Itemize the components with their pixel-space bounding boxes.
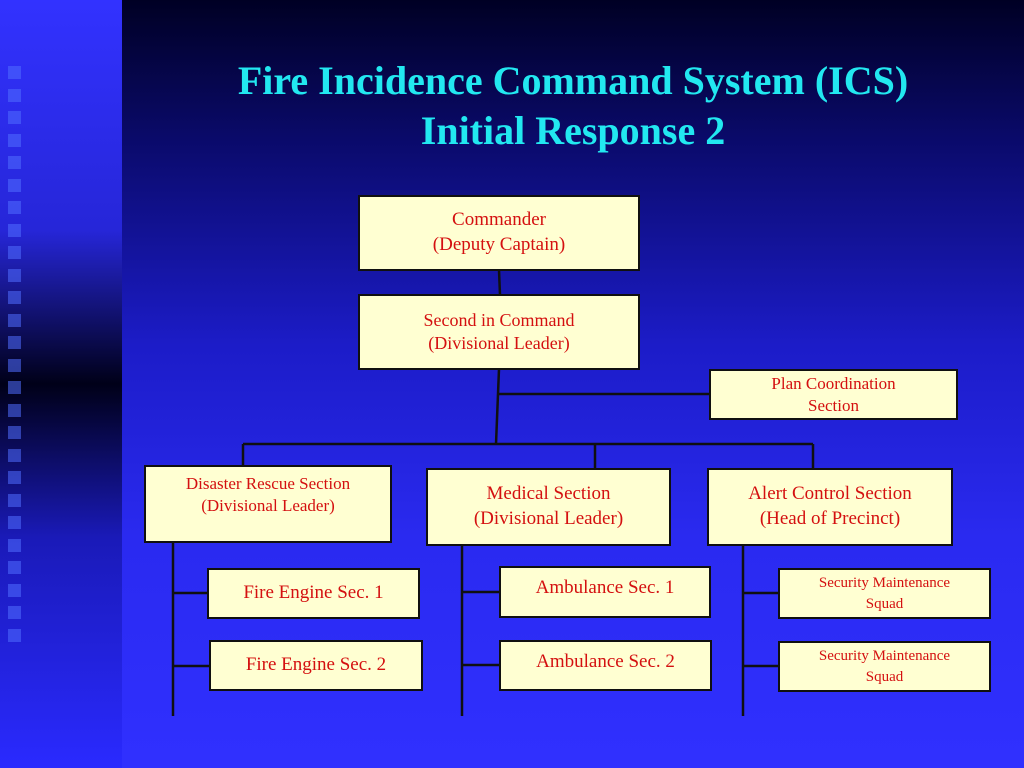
- connector-commander-second: [497, 269, 502, 296]
- ambulance-1-box: Ambulance Sec. 1: [499, 566, 711, 618]
- ambulance-2-box: Ambulance Sec. 2: [499, 640, 712, 691]
- fire-engine-1-label: Fire Engine Sec. 1: [243, 582, 384, 604]
- connector-second-trunk: [494, 368, 501, 445]
- second-role: (Divisional Leader): [428, 333, 570, 353]
- security-2-subtitle: Squad: [865, 668, 904, 685]
- medical-role: (Divisional Leader): [473, 508, 624, 529]
- plan-subtitle: Section: [808, 395, 859, 415]
- security-1-title: Security Maintenance: [818, 575, 951, 592]
- alert-title: Alert Control Section: [748, 483, 912, 505]
- second-title: Second in Command: [423, 309, 575, 330]
- disaster-role: (Divisional Leader): [201, 496, 335, 516]
- disaster-rescue-box: Disaster Rescue Section (Divisional Lead…: [144, 465, 392, 543]
- fire-engine-1-box: Fire Engine Sec. 1: [207, 568, 420, 619]
- title-line-1: Fire Incidence Command System (ICS): [237, 58, 909, 103]
- slide-title: Fire Incidence Command System (ICS) Init…: [122, 56, 1024, 156]
- left-decorative-strip: [0, 0, 122, 768]
- second-in-command-box: Second in Command (Divisional Leader): [358, 294, 640, 370]
- alert-control-box: Alert Control Section (Head of Precinct): [707, 468, 953, 546]
- commander-title: Commander: [452, 209, 546, 231]
- commander-box: Commander (Deputy Captain): [358, 195, 640, 271]
- medical-section-box: Medical Section (Divisional Leader): [426, 468, 671, 546]
- security-1-subtitle: Squad: [865, 595, 904, 612]
- security-2-title: Security Maintenance: [818, 648, 951, 665]
- decorative-squares: [8, 66, 26, 651]
- security-squad-1-box: Security Maintenance Squad: [778, 568, 991, 619]
- security-squad-2-box: Security Maintenance Squad: [778, 641, 991, 692]
- medical-title: Medical Section: [486, 483, 611, 505]
- fire-engine-2-box: Fire Engine Sec. 2: [209, 640, 423, 691]
- disaster-title: Disaster Rescue Section: [185, 474, 351, 493]
- alert-role: (Head of Precinct): [759, 508, 901, 529]
- fire-engine-2-label: Fire Engine Sec. 2: [245, 654, 387, 676]
- commander-role: (Deputy Captain): [432, 234, 566, 255]
- ambulance-1-label: Ambulance Sec. 1: [535, 577, 675, 598]
- plan-coordination-box: Plan Coordination Section: [709, 369, 958, 420]
- title-line-2: Initial Response 2: [420, 108, 726, 153]
- plan-title: Plan Coordination: [771, 374, 896, 394]
- ambulance-2-label: Ambulance Sec. 2: [536, 651, 675, 672]
